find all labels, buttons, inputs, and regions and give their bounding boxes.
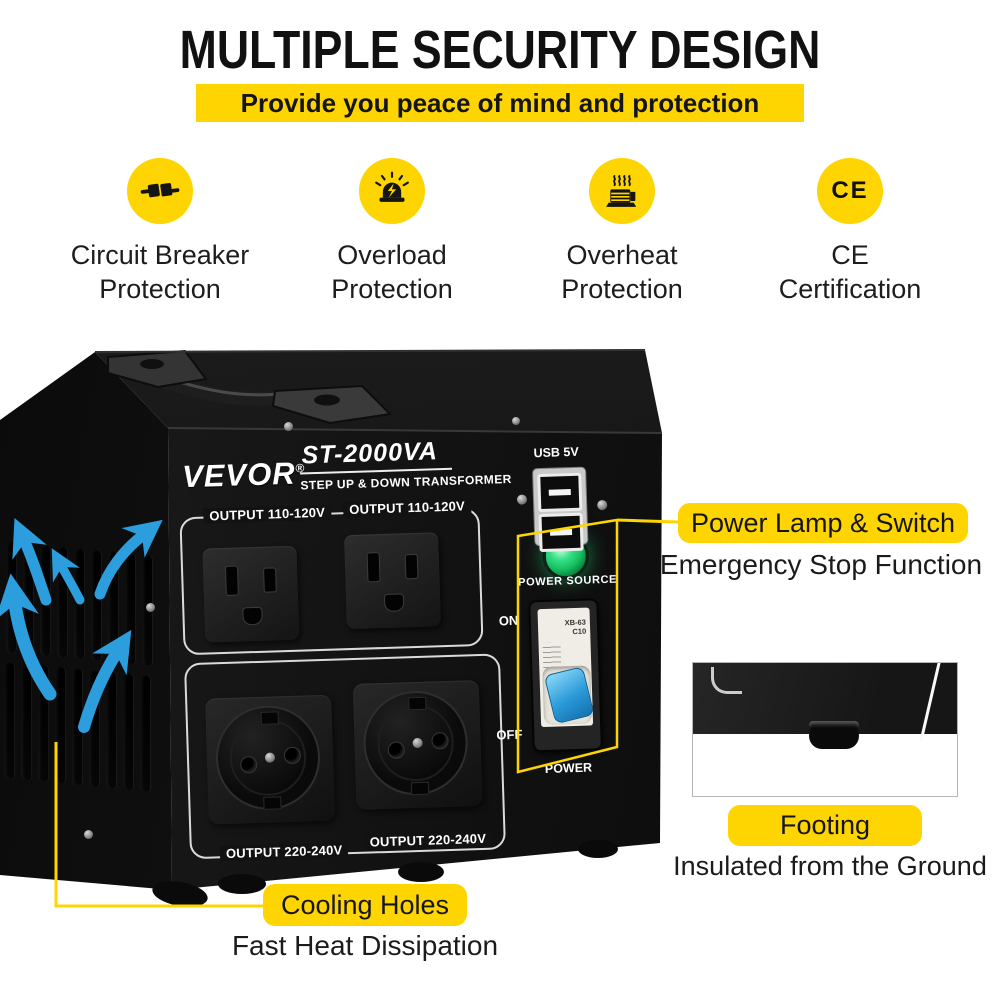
- callout-cooling-title: Cooling Holes: [263, 884, 467, 926]
- insulated-foot: [809, 721, 859, 749]
- printed-border-corner: [711, 667, 742, 694]
- screw: [146, 603, 155, 612]
- brand-logo: VEVOR®: [181, 455, 306, 495]
- screw: [516, 494, 528, 505]
- us-outlet: [202, 545, 300, 643]
- screw: [512, 417, 520, 425]
- callout-cooling-subtitle: Fast Heat Dissipation: [231, 930, 499, 961]
- model-number: ST-2000VA: [299, 436, 453, 475]
- usb-label: USB 5V: [533, 444, 579, 461]
- on-label: ON: [498, 612, 519, 629]
- eu-outlet: [205, 694, 336, 825]
- power-source-label: POWER SOURCE: [517, 573, 618, 589]
- usb-ports: [532, 466, 589, 553]
- rubber-foot: [398, 862, 444, 882]
- power-label: POWER: [544, 760, 593, 777]
- model-block: ST-2000VA STEP UP & DOWN TRANSFORMER: [299, 435, 512, 493]
- off-label: OFF: [496, 726, 523, 743]
- screw: [597, 499, 608, 511]
- screw: [84, 830, 93, 839]
- outlet-label-220v-left: OUTPUT 220-240V: [219, 842, 349, 862]
- overload-icon: [359, 158, 425, 224]
- us-outlet: [344, 532, 441, 630]
- overheat-icon: [589, 158, 655, 224]
- callout-power-lamp-title: Power Lamp & Switch: [678, 503, 968, 543]
- callout-power-lamp-subtitle: Emergency Stop Function: [659, 549, 983, 580]
- callout-footing-subtitle: Insulated from the Ground: [673, 851, 987, 881]
- ce-icon: CE: [817, 158, 883, 224]
- footing-closeup-image: [692, 662, 958, 797]
- subtitle-banner: Provide you peace of mind and protection: [196, 84, 804, 122]
- callout-footing-title: Footing: [728, 805, 922, 846]
- circuit-breaker-icon: [127, 158, 193, 224]
- breaker-lever: [543, 666, 595, 725]
- rubber-foot: [578, 840, 618, 858]
- screw: [284, 422, 293, 431]
- cooling-vents-lower: [4, 660, 150, 794]
- cooling-vents-upper: [6, 540, 152, 668]
- front-panel: VEVOR® ST-2000VA STEP UP & DOWN TRANSFOR…: [163, 422, 669, 897]
- page-title: MULTIPLE SECURITY DESIGN: [179, 21, 821, 81]
- model-subtitle: STEP UP & DOWN TRANSFORMER: [300, 471, 512, 493]
- eu-outlet: [352, 680, 483, 810]
